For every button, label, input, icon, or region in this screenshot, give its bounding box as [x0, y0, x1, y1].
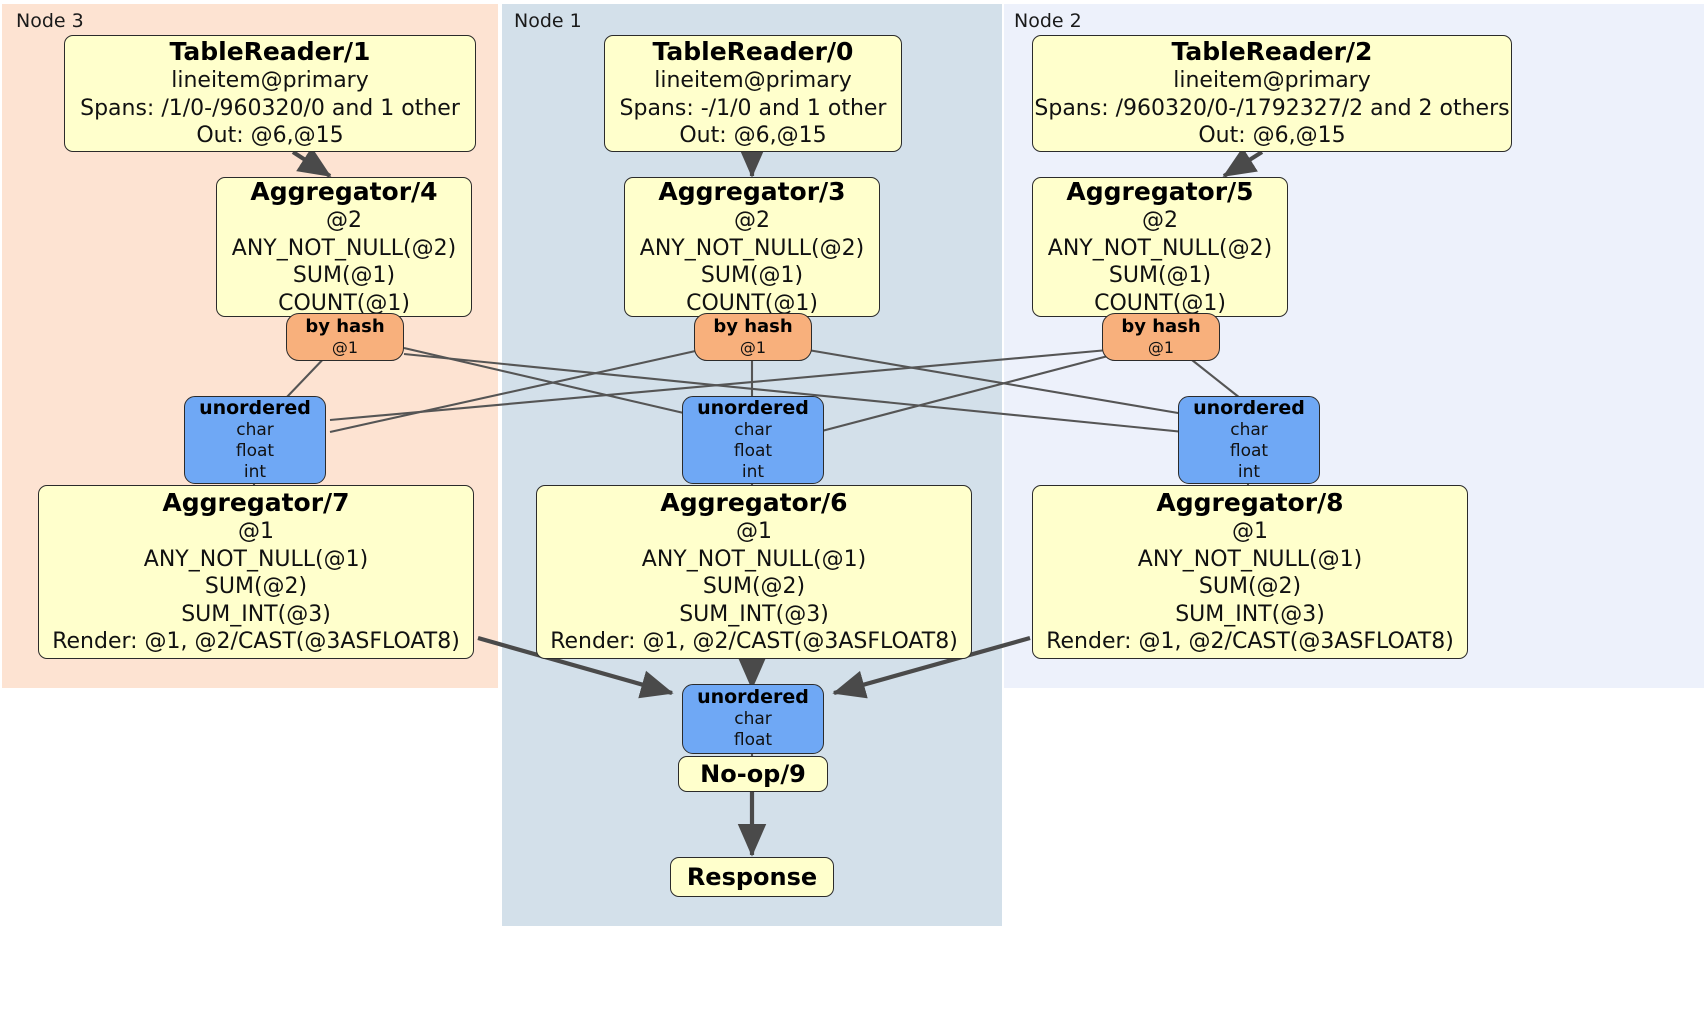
receiver-line: float	[235, 440, 275, 461]
processor-aggregator-8[interactable]: Aggregator/8 @1 ANY_NOT_NULL(@1) SUM(@2)…	[1032, 485, 1468, 659]
router-by-hash-left[interactable]: by hash @1	[286, 313, 404, 361]
node-title: TableReader/0	[652, 37, 854, 67]
node-line: Spans: -/1/0 and 1 other	[619, 95, 887, 121]
router-line: @1	[1147, 337, 1175, 357]
node-title: TableReader/2	[1171, 37, 1373, 67]
node-line: Render: @1, @2/CAST(@3ASFLOAT8)	[550, 629, 958, 655]
node-line: @2	[326, 208, 362, 233]
node-title: TableReader/1	[169, 37, 371, 67]
receiver-line: float	[733, 440, 773, 461]
processor-response[interactable]: Response	[670, 857, 834, 897]
receiver-line: char	[734, 709, 772, 730]
node-title: No-op/9	[700, 759, 806, 788]
node-line: lineitem@primary	[654, 68, 852, 94]
receiver-unordered-left[interactable]: unordered char float int	[184, 396, 326, 484]
receiver-line: float	[733, 730, 773, 751]
receiver-line: int	[243, 462, 267, 483]
node-line: Render: @1, @2/CAST(@3ASFLOAT8)	[52, 629, 460, 655]
router-title: by hash	[713, 316, 793, 338]
cluster-label-node-3: Node 3	[16, 10, 84, 32]
node-line: SUM_INT(@3)	[679, 601, 829, 627]
node-line: @2	[1142, 208, 1178, 233]
receiver-line: float	[1229, 440, 1269, 461]
node-line: @1	[238, 519, 274, 545]
node-line: Spans: /960320/0-/1792327/2 and 2 others	[1034, 95, 1510, 121]
router-line: @1	[739, 337, 767, 357]
processor-aggregator-5[interactable]: Aggregator/5 @2 ANY_NOT_NULL(@2) SUM(@1)…	[1032, 177, 1288, 317]
node-line: lineitem@primary	[171, 68, 369, 94]
node-title: Aggregator/5	[1066, 177, 1254, 206]
receiver-title: unordered	[199, 396, 311, 419]
node-line: COUNT(@1)	[278, 290, 410, 316]
receiver-line: char	[734, 419, 772, 440]
node-line: Spans: /1/0-/960320/0 and 1 other	[80, 95, 460, 121]
node-line: @1	[736, 519, 772, 545]
processor-aggregator-6[interactable]: Aggregator/6 @1 ANY_NOT_NULL(@1) SUM(@2)…	[536, 485, 972, 659]
node-line: @1	[1232, 519, 1268, 545]
receiver-title: unordered	[697, 396, 809, 419]
node-line: ANY_NOT_NULL(@1)	[143, 546, 369, 572]
node-line: Out: @6,@15	[679, 123, 827, 149]
node-line: ANY_NOT_NULL(@1)	[641, 546, 867, 572]
processor-tablereader-2[interactable]: TableReader/2 lineitem@primary Spans: /9…	[1032, 35, 1512, 152]
node-line: ANY_NOT_NULL(@2)	[639, 235, 865, 261]
processor-aggregator-4[interactable]: Aggregator/4 @2 ANY_NOT_NULL(@2) SUM(@1)…	[216, 177, 472, 317]
node-title: Aggregator/8	[1156, 488, 1344, 518]
node-title: Aggregator/3	[658, 177, 846, 206]
node-line: @2	[734, 208, 770, 233]
router-by-hash-center[interactable]: by hash @1	[694, 313, 812, 361]
router-title: by hash	[1121, 316, 1201, 338]
receiver-unordered-right[interactable]: unordered char float int	[1178, 396, 1320, 484]
node-line: SUM_INT(@3)	[1175, 601, 1325, 627]
node-line: COUNT(@1)	[686, 290, 818, 316]
cluster-label-node-1: Node 1	[514, 10, 582, 32]
node-line: ANY_NOT_NULL(@2)	[1047, 235, 1273, 261]
node-line: SUM_INT(@3)	[181, 601, 331, 627]
router-title: by hash	[305, 316, 385, 338]
node-line: lineitem@primary	[1173, 68, 1371, 94]
node-title: Response	[686, 862, 818, 891]
receiver-line: int	[1237, 462, 1261, 483]
receiver-title: unordered	[697, 686, 809, 709]
node-line: ANY_NOT_NULL(@1)	[1137, 546, 1363, 572]
node-line: ANY_NOT_NULL(@2)	[231, 235, 457, 261]
cluster-label-node-2: Node 2	[1014, 10, 1082, 32]
processor-aggregator-7[interactable]: Aggregator/7 @1 ANY_NOT_NULL(@1) SUM(@2)…	[38, 485, 474, 659]
node-line: SUM(@1)	[292, 263, 396, 288]
node-line: COUNT(@1)	[1094, 290, 1226, 316]
processor-tablereader-1[interactable]: TableReader/1 lineitem@primary Spans: /1…	[64, 35, 476, 152]
receiver-line: char	[1230, 419, 1268, 440]
processor-aggregator-3[interactable]: Aggregator/3 @2 ANY_NOT_NULL(@2) SUM(@1)…	[624, 177, 880, 317]
processor-no-op-9[interactable]: No-op/9	[678, 756, 828, 792]
node-line: SUM(@2)	[1198, 574, 1302, 600]
node-line: Render: @1, @2/CAST(@3ASFLOAT8)	[1046, 629, 1454, 655]
node-title: Aggregator/7	[162, 488, 350, 518]
router-by-hash-right[interactable]: by hash @1	[1102, 313, 1220, 361]
node-line: SUM(@1)	[700, 263, 804, 288]
processor-tablereader-0[interactable]: TableReader/0 lineitem@primary Spans: -/…	[604, 35, 902, 152]
receiver-unordered-center[interactable]: unordered char float int	[682, 396, 824, 484]
node-title: Aggregator/4	[250, 177, 438, 206]
receiver-line: int	[741, 462, 765, 483]
receiver-line: char	[236, 419, 274, 440]
node-line: Out: @6,@15	[1198, 123, 1346, 149]
node-line: Out: @6,@15	[196, 123, 344, 149]
receiver-title: unordered	[1193, 396, 1305, 419]
node-line: SUM(@2)	[204, 574, 308, 600]
node-line: SUM(@2)	[702, 574, 806, 600]
node-line: SUM(@1)	[1108, 263, 1212, 288]
node-title: Aggregator/6	[660, 488, 848, 518]
receiver-unordered-final[interactable]: unordered char float	[682, 684, 824, 754]
router-line: @1	[331, 337, 359, 357]
